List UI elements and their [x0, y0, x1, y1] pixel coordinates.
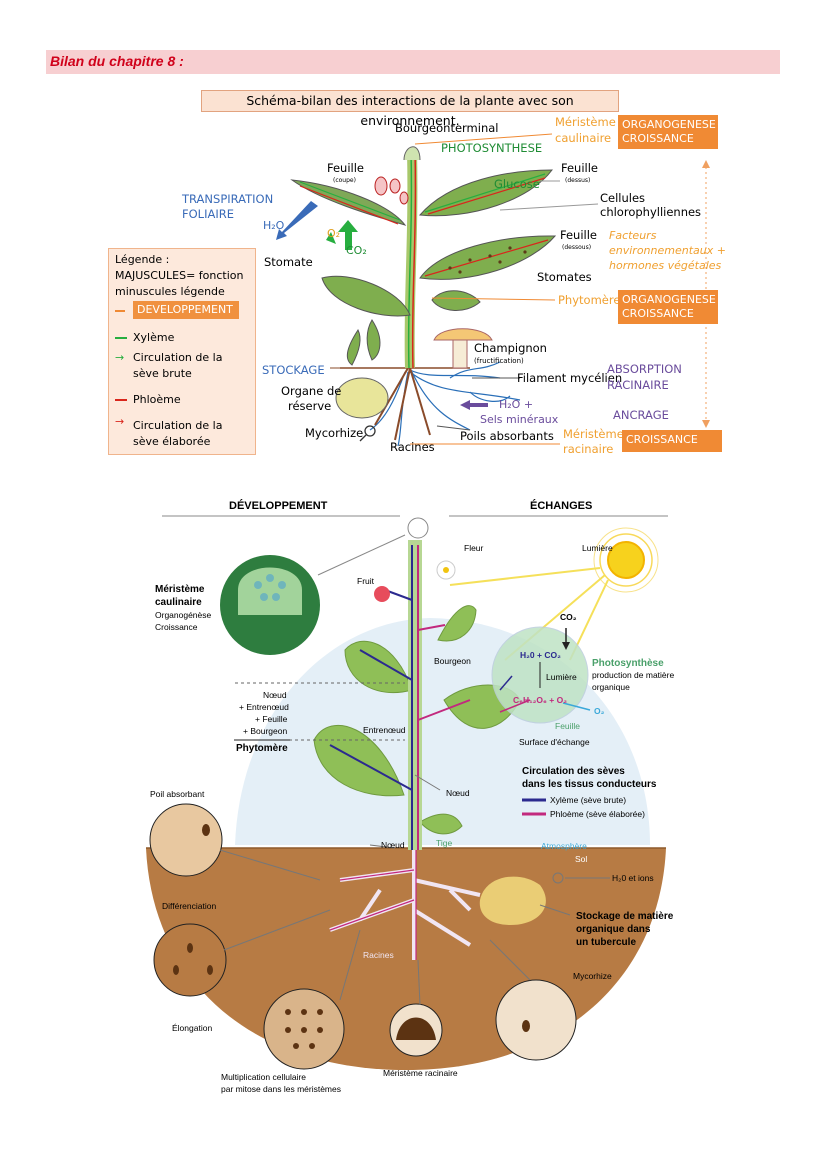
top-diagram-title: Schéma-bilan des interactions de la plan…	[201, 90, 619, 128]
svg-text:STOCKAGE: STOCKAGE	[262, 363, 325, 377]
svg-text:Tige: Tige	[436, 838, 452, 848]
svg-text:Croissance: Croissance	[155, 622, 198, 632]
svg-text:Photosynthèse: Photosynthèse	[592, 658, 664, 669]
svg-text:(dessous): (dessous)	[562, 244, 591, 251]
svg-text:Mycorhize: Mycorhize	[573, 971, 612, 981]
svg-text:Poil absorbant: Poil absorbant	[150, 789, 205, 799]
svg-text:Sol: Sol	[575, 854, 587, 864]
arrow-green-icon: →	[115, 351, 125, 364]
svg-text:Feuille: Feuille	[560, 228, 597, 242]
label-meristeme-caulinaire: Méristème	[555, 115, 616, 129]
svg-text:Phytomère: Phytomère	[558, 293, 620, 307]
svg-text:(dessus): (dessus)	[565, 177, 590, 184]
svg-text:Feuille: Feuille	[555, 721, 580, 731]
arrow-red-icon: →	[115, 415, 125, 428]
svg-text:Phytomère: Phytomère	[236, 743, 288, 754]
svg-text:FOLIAIRE: FOLIAIRE	[182, 207, 234, 221]
svg-text:+ Bourgeon: + Bourgeon	[243, 726, 287, 736]
svg-text:Atmosphère: Atmosphère	[541, 841, 587, 851]
organogenese-box-1: ORGANOGENESE CROISSANCE	[618, 115, 718, 149]
svg-text:organique: organique	[592, 682, 630, 692]
svg-text:Nœud: Nœud	[263, 690, 287, 700]
svg-text:H₂O: H₂O	[263, 219, 285, 232]
chapter-title: Bilan du chapitre 8 :	[50, 53, 184, 69]
svg-text:RACINAIRE: RACINAIRE	[607, 378, 669, 392]
svg-text:Élongation: Élongation	[172, 1023, 212, 1033]
svg-text:Facteurs: Facteurs	[609, 229, 657, 242]
svg-text:organique dans: organique dans	[576, 924, 651, 935]
svg-text:Stomates: Stomates	[537, 270, 592, 284]
svg-text:Surface d'échange: Surface d'échange	[519, 737, 590, 747]
legend-developpement: DEVELOPPEMENT	[133, 301, 239, 319]
svg-text:Racines: Racines	[390, 440, 435, 454]
svg-text:Phloème (sève élaborée): Phloème (sève élaborée)	[550, 809, 645, 819]
svg-text:(fructification): (fructification)	[474, 357, 524, 365]
svg-text:caulinaire: caulinaire	[155, 597, 202, 608]
label-photosynthese: PHOTOSYNTHESE	[441, 141, 542, 155]
svg-text:Organe de: Organe de	[281, 384, 341, 398]
svg-text:(coupe): (coupe)	[333, 177, 356, 184]
svg-text:Fruit: Fruit	[357, 576, 375, 586]
svg-text:H₂0 + CO₂: H₂0 + CO₂	[520, 650, 561, 660]
svg-text:H₂0 et ions: H₂0 et ions	[612, 873, 654, 883]
svg-text:Cellules: Cellules	[600, 191, 645, 205]
svg-text:Sels minéraux: Sels minéraux	[480, 413, 559, 426]
svg-text:Multiplication cellulaire: Multiplication cellulaire	[221, 1072, 306, 1082]
svg-text:Mycorhize: Mycorhize	[305, 426, 363, 440]
svg-text:Différenciation: Différenciation	[162, 901, 216, 911]
svg-text:Fleur: Fleur	[464, 543, 484, 553]
svg-text:environnementaux +: environnementaux +	[609, 244, 726, 257]
legend: Légende : MAJUSCULES= fonction minuscule…	[108, 248, 256, 455]
svg-text:Bourgeon: Bourgeon	[434, 656, 471, 666]
svg-text:DÉVELOPPEMENT: DÉVELOPPEMENT	[229, 499, 328, 512]
svg-text:Lumière: Lumière	[546, 672, 577, 682]
svg-text:ABSORPTION: ABSORPTION	[607, 362, 682, 376]
svg-text:Racines: Racines	[363, 950, 394, 960]
svg-text:Poils absorbants: Poils absorbants	[460, 429, 554, 443]
label-glucose: Glucose	[494, 177, 540, 191]
svg-text:hormones végétales: hormones végétales	[609, 259, 722, 272]
svg-text:racinaire: racinaire	[563, 442, 613, 456]
svg-text:ANCRAGE: ANCRAGE	[613, 408, 669, 422]
svg-text:O₂: O₂	[594, 706, 605, 716]
svg-text:CO₂: CO₂	[560, 612, 577, 622]
organogenese-box-2: ORGANOGENESE CROISSANCE	[618, 290, 718, 324]
svg-text:Feuille: Feuille	[327, 161, 364, 175]
svg-text:dans les tissus conducteurs: dans les tissus conducteurs	[522, 779, 657, 790]
svg-text:un tubercule: un tubercule	[576, 937, 636, 948]
svg-text:Nœud: Nœud	[381, 840, 405, 850]
svg-text:production de matière: production de matière	[592, 670, 674, 680]
svg-text:Entrenœud: Entrenœud	[363, 725, 406, 735]
svg-text:par mitose dans les méristèmes: par mitose dans les méristèmes	[221, 1084, 341, 1094]
svg-text:Feuille: Feuille	[561, 161, 598, 175]
svg-text:Stockage de matière: Stockage de matière	[576, 911, 674, 922]
svg-text:O₂: O₂	[327, 227, 340, 240]
svg-text:Lumière: Lumière	[582, 543, 613, 553]
svg-text:Xylème (sève brute): Xylème (sève brute)	[550, 795, 626, 805]
label-bourgeon: Bourgeonterminal	[395, 121, 498, 135]
svg-text:Champignon: Champignon	[474, 341, 547, 355]
svg-text:caulinaire: caulinaire	[555, 131, 611, 145]
svg-text:CO₂: CO₂	[346, 244, 367, 257]
svg-text:Stomate: Stomate	[264, 255, 313, 269]
svg-text:chlorophylliennes: chlorophylliennes	[600, 205, 701, 219]
svg-text:C₆H₁₂O₆ + O₂: C₆H₁₂O₆ + O₂	[513, 695, 567, 705]
svg-text:+ Entrenœud: + Entrenœud	[239, 702, 289, 712]
croissance-box: CROISSANCE	[622, 430, 722, 452]
svg-text:ÉCHANGES: ÉCHANGES	[530, 499, 592, 512]
svg-text:+ Feuille: + Feuille	[255, 714, 288, 724]
svg-text:Nœud: Nœud	[446, 788, 470, 798]
chapter-banner: Bilan du chapitre 8 :	[46, 50, 780, 74]
svg-text:Organogénèse: Organogénèse	[155, 610, 212, 620]
svg-text:H₂O +: H₂O +	[499, 398, 533, 411]
svg-text:TRANSPIRATION: TRANSPIRATION	[181, 192, 273, 206]
svg-text:Circulation des sèves: Circulation des sèves	[522, 766, 625, 777]
svg-text:Méristème: Méristème	[563, 427, 624, 441]
svg-text:Filament mycélien: Filament mycélien	[517, 371, 622, 385]
svg-text:réserve: réserve	[288, 399, 331, 413]
svg-text:Méristème racinaire: Méristème racinaire	[383, 1068, 458, 1078]
svg-text:Méristème: Méristème	[155, 584, 205, 595]
